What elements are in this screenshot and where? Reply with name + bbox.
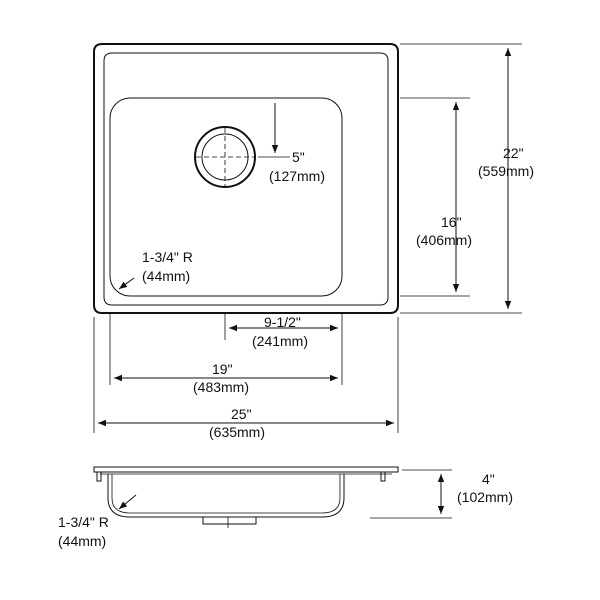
dim-bowl-height: 16" (406mm) (400, 97, 472, 297)
dim-corner-radius-top: 1-3/4" R (44mm) (118, 249, 193, 290)
dim-overall-width: 25" (635mm) (93, 317, 399, 440)
side-drain (202, 517, 257, 525)
dim-drain-offset: 5" (127mm) (258, 103, 325, 184)
corner-radius-side-in: 1-3/4" R (58, 514, 109, 530)
rim-clip-left (96, 471, 102, 482)
dim-corner-radius-side: 1-3/4" R (44mm) (58, 494, 137, 549)
dim-drain-center: 9-1/2" (241mm) (224, 313, 343, 385)
side-rim (93, 466, 399, 473)
dim-overall-height: 22" (559mm) (400, 43, 534, 314)
dim-depth: 4" (102mm) (370, 469, 513, 519)
depth-in: 4" (482, 471, 495, 487)
side-bowl (107, 474, 345, 518)
drain-center-mm: (241mm) (252, 333, 308, 349)
overall-width-in: 25" (231, 406, 252, 422)
sink-bowl (109, 97, 343, 297)
sink-inner-rim (103, 52, 389, 306)
corner-radius-side-mm: (44mm) (58, 533, 106, 549)
drain-icon (194, 126, 256, 188)
dim-bowl-width: 19" (483mm) (109, 313, 338, 395)
top-view (93, 43, 399, 314)
sink-outer-rim (93, 43, 399, 314)
rim-clip-right (380, 471, 386, 482)
bowl-height-in: 16" (441, 214, 462, 230)
overall-width-mm: (635mm) (209, 424, 265, 440)
overall-height-mm: (559mm) (478, 163, 534, 179)
drain-offset-in: 5" (292, 149, 305, 165)
bowl-width-in: 19" (212, 361, 233, 377)
bowl-height-mm: (406mm) (416, 232, 472, 248)
side-view (93, 466, 399, 528)
drain-offset-mm: (127mm) (269, 168, 325, 184)
drain-center-in: 9-1/2" (264, 314, 301, 330)
corner-radius-top-mm: (44mm) (142, 268, 190, 284)
overall-height-in: 22" (503, 145, 524, 161)
corner-radius-top-in: 1-3/4" R (142, 249, 193, 265)
bowl-width-mm: (483mm) (193, 379, 249, 395)
depth-mm: (102mm) (457, 489, 513, 505)
